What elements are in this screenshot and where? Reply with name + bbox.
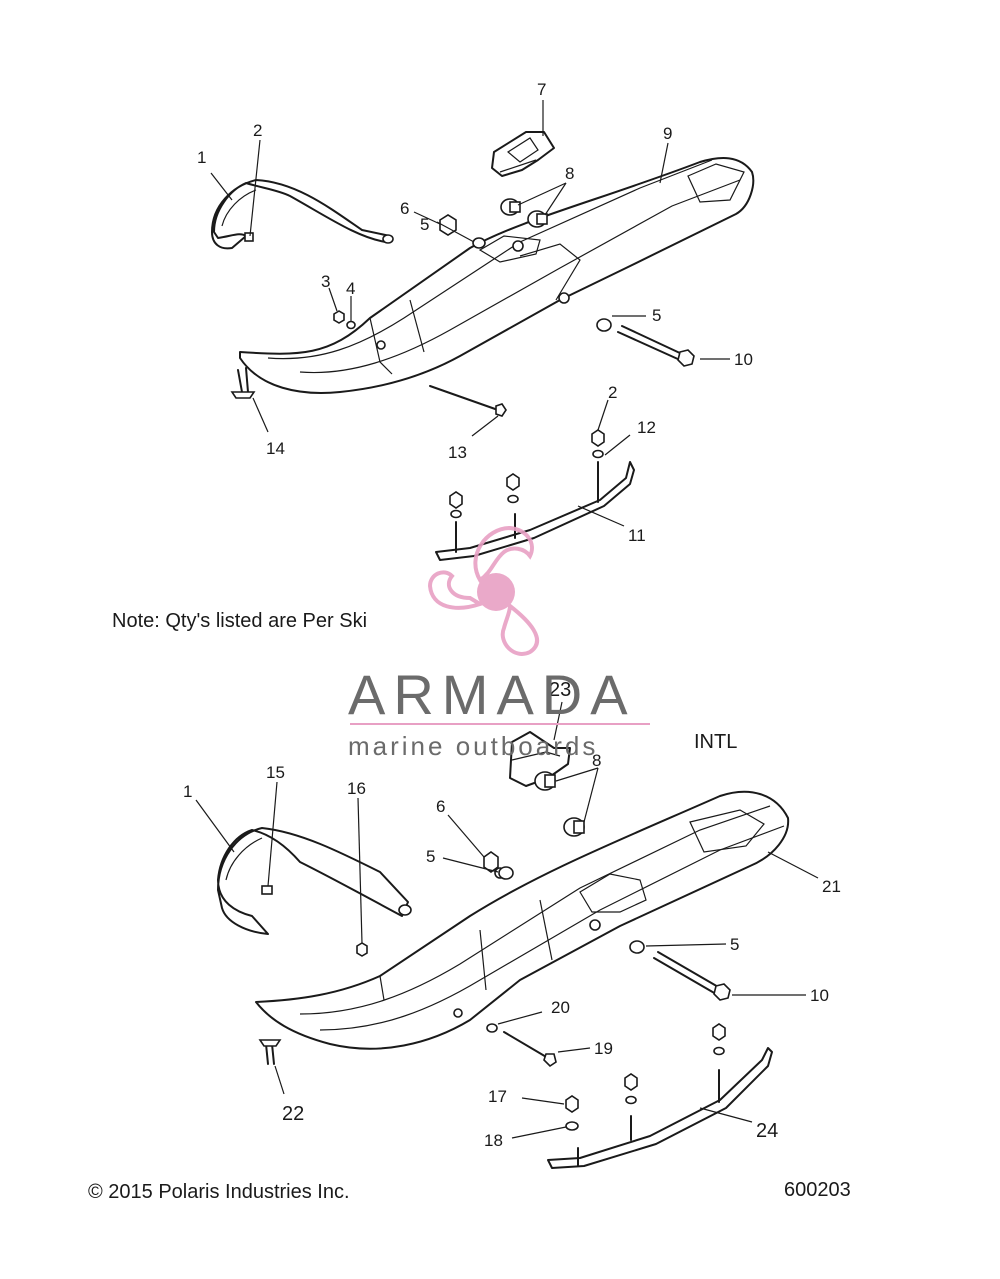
- variant-label: INTL: [694, 731, 738, 753]
- callout-4: 4: [346, 279, 355, 298]
- bolt-22-bottom: [258, 1039, 282, 1065]
- callout-8: 8: [592, 751, 601, 770]
- copyright-text: © 2015 Polaris Industries Inc.: [88, 1181, 350, 1203]
- callout-5: 5: [420, 215, 429, 234]
- callout-11: 11: [628, 526, 646, 545]
- bolt-19-bottom: [503, 1031, 557, 1068]
- callout-3: 3: [321, 272, 330, 291]
- washer-5b-bottom: [629, 940, 645, 954]
- leaders-top: [210, 100, 730, 527]
- callout-6: 6: [436, 797, 445, 816]
- callout-2: 2: [253, 121, 262, 140]
- ski-handle-top: [211, 179, 394, 250]
- callout-1: 1: [183, 782, 192, 801]
- callout-16: 16: [347, 779, 366, 798]
- callout-19: 19: [594, 1039, 613, 1058]
- callout-7: 7: [537, 80, 546, 99]
- document-number: 600203: [784, 1179, 851, 1201]
- callout-5: 5: [730, 935, 739, 954]
- bottom-assembly: 1 15 16 6 5 5 8 10 17 18 19 20 21 22 23 …: [183, 679, 841, 1169]
- bolt-10-top: [617, 325, 695, 367]
- watermark-brand: ARMADA: [348, 663, 636, 726]
- washer-5b-top: [596, 318, 612, 332]
- callout-8: 8: [565, 164, 574, 183]
- wear-block-bottom: [509, 731, 571, 787]
- callout-18: 18: [484, 1131, 503, 1150]
- washer-20-bottom: [486, 1023, 498, 1033]
- callout-13: 13: [448, 443, 467, 462]
- clip-bottom: [261, 885, 273, 895]
- bolt-10-bottom: [653, 951, 731, 1001]
- callout-21: 21: [822, 877, 841, 896]
- watermark-rule: [350, 723, 650, 725]
- spacer-8a-top: [500, 198, 521, 216]
- callout-5: 5: [652, 306, 661, 325]
- callout-23: 23: [549, 679, 571, 701]
- callout-22: 22: [282, 1103, 304, 1125]
- washer-5a-top: [472, 237, 486, 249]
- callout-14: 14: [266, 439, 285, 458]
- propeller-logo: [427, 525, 539, 656]
- runner-top: [435, 429, 635, 561]
- spacer-8a-bottom: [534, 771, 556, 791]
- quantity-note: Note: Qty's listed are Per Ski: [112, 610, 368, 632]
- hardware-bottom: [258, 771, 731, 1131]
- callouts-bottom: 1 15 16 6 5 5 8 10 17 18 19 20 21 22 23 …: [183, 679, 841, 1150]
- callout-5: 5: [426, 847, 435, 866]
- nut-17-bottom: [565, 1095, 579, 1113]
- nut-3-top: [333, 310, 345, 324]
- callout-17: 17: [488, 1087, 507, 1106]
- callout-2: 2: [608, 383, 617, 402]
- callout-10: 10: [734, 350, 753, 369]
- callout-24: 24: [756, 1120, 778, 1142]
- hardware-top: [230, 198, 695, 417]
- ski-body-bottom: [255, 790, 790, 1050]
- runner-bottom: [547, 1023, 773, 1169]
- washer-5a-bottom: [498, 866, 514, 880]
- spacer-8b-top: [527, 210, 548, 228]
- nut-6-bottom: [483, 851, 499, 873]
- watermark-tagline: marine outboards: [348, 731, 599, 761]
- bolt-13-top: [429, 385, 507, 417]
- wear-block-top: [491, 131, 555, 177]
- washer-4-top: [346, 320, 356, 330]
- callout-10: 10: [810, 986, 829, 1005]
- spacer-8b-bottom: [563, 817, 585, 837]
- top-assembly: 1 2 3 4 5 5 6 7 8 9 10 11 12 13 14 2: [197, 80, 755, 561]
- callouts-top: 1 2 3 4 5 5 6 7 8 9 10 11 12 13 14 2: [197, 80, 753, 545]
- clip-top: [244, 232, 254, 242]
- callout-12: 12: [637, 418, 656, 437]
- washer-18-bottom: [565, 1121, 579, 1131]
- ski-body-top: [239, 157, 755, 394]
- callout-20: 20: [551, 998, 570, 1017]
- callout-9: 9: [663, 124, 672, 143]
- callout-6: 6: [400, 199, 409, 218]
- bolt-14-top: [230, 367, 256, 399]
- leaders-bottom: [195, 701, 819, 1139]
- callout-1: 1: [197, 148, 206, 167]
- callout-15: 15: [266, 763, 285, 782]
- ski-handle-bottom: [217, 827, 412, 935]
- nut-16-bottom: [356, 942, 368, 957]
